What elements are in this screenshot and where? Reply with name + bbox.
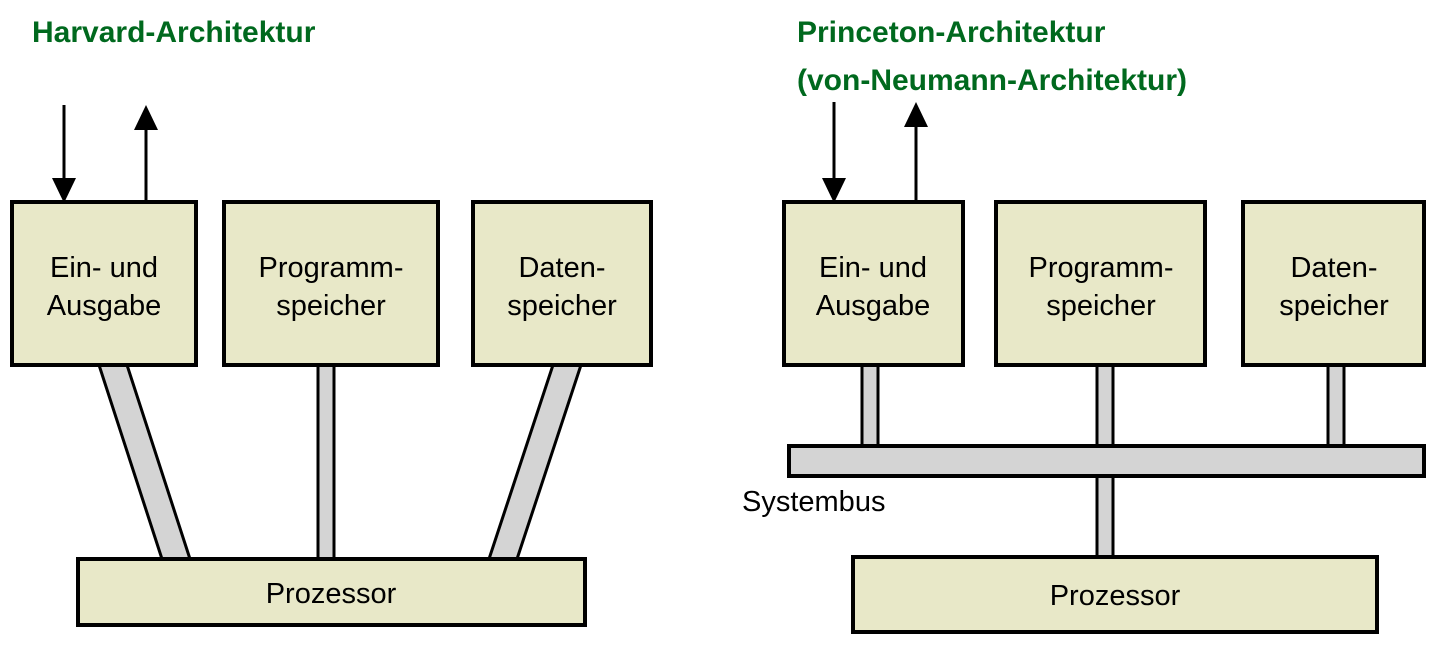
harvard-program-label-line2: speicher (276, 290, 386, 322)
harvard-processor-label: Prozessor (266, 578, 397, 610)
harvard-block-processor: Prozessor (76, 557, 587, 627)
harvard-data-bus (486, 363, 584, 561)
princeton-processor-box (851, 555, 1379, 634)
princeton-io-box (782, 200, 965, 367)
harvard-data-label-line1: Daten- (518, 252, 605, 284)
harvard-io-box (10, 200, 198, 367)
princeton-system-bus-bar (787, 444, 1426, 478)
harvard-data-box (471, 200, 653, 367)
harvard-title: Harvard-Architektur (32, 16, 316, 49)
princeton-io-label-line1: Ein- und (819, 252, 927, 284)
princeton-processor-bus-stub (1095, 472, 1115, 561)
princeton-data-label-line2: speicher (1279, 290, 1389, 322)
princeton-program-box (994, 200, 1207, 367)
princeton-io-label-line2: Ausgabe (816, 290, 931, 322)
princeton-io-arrows (822, 102, 928, 203)
harvard-io-bus (96, 363, 193, 561)
princeton-block-processor: Prozessor (851, 555, 1379, 634)
harvard-program-bus (316, 363, 336, 561)
princeton-processor-label: Prozessor (1050, 580, 1181, 612)
harvard-block-data: Daten- speicher (471, 200, 653, 367)
princeton-block-program: Programm- speicher (994, 200, 1207, 367)
harvard-architecture-group: Harvard-Architektur (10, 16, 653, 627)
princeton-data-bus-stub (1326, 363, 1346, 450)
harvard-io-label-line1: Ein- und (50, 252, 158, 284)
harvard-io-arrows (52, 105, 158, 203)
harvard-program-box (222, 200, 440, 367)
harvard-io-label-line2: Ausgabe (47, 290, 162, 322)
harvard-output-arrow-up (134, 105, 158, 202)
princeton-output-arrow-up (904, 102, 928, 202)
harvard-program-label-line1: Programm- (258, 252, 403, 284)
princeton-program-label-line1: Programm- (1028, 252, 1173, 284)
princeton-system-bus-label: Systembus (742, 486, 885, 518)
princeton-program-bus-stub (1095, 363, 1115, 450)
harvard-data-label-line2: speicher (507, 290, 617, 322)
princeton-program-label-line2: speicher (1046, 290, 1156, 322)
princeton-architecture-group: Princeton-Architektur (von-Neumann-Archi… (742, 16, 1426, 634)
harvard-bus-connectors (96, 363, 584, 561)
harvard-processor-box (76, 557, 587, 627)
harvard-block-io: Ein- und Ausgabe (10, 200, 198, 367)
harvard-input-arrow-down (52, 105, 76, 203)
princeton-data-label-line1: Daten- (1290, 252, 1377, 284)
princeton-title-line2: (von-Neumann-Architektur) (797, 64, 1187, 97)
princeton-data-box (1241, 200, 1426, 367)
princeton-block-io: Ein- und Ausgabe (782, 200, 965, 367)
princeton-block-data: Daten- speicher (1241, 200, 1426, 367)
princeton-system-bus: Systembus (742, 444, 1426, 518)
princeton-input-arrow-down (822, 102, 846, 203)
harvard-block-program: Programm- speicher (222, 200, 440, 367)
princeton-io-bus-stub (860, 363, 880, 450)
princeton-title-line1: Princeton-Architektur (797, 16, 1106, 49)
